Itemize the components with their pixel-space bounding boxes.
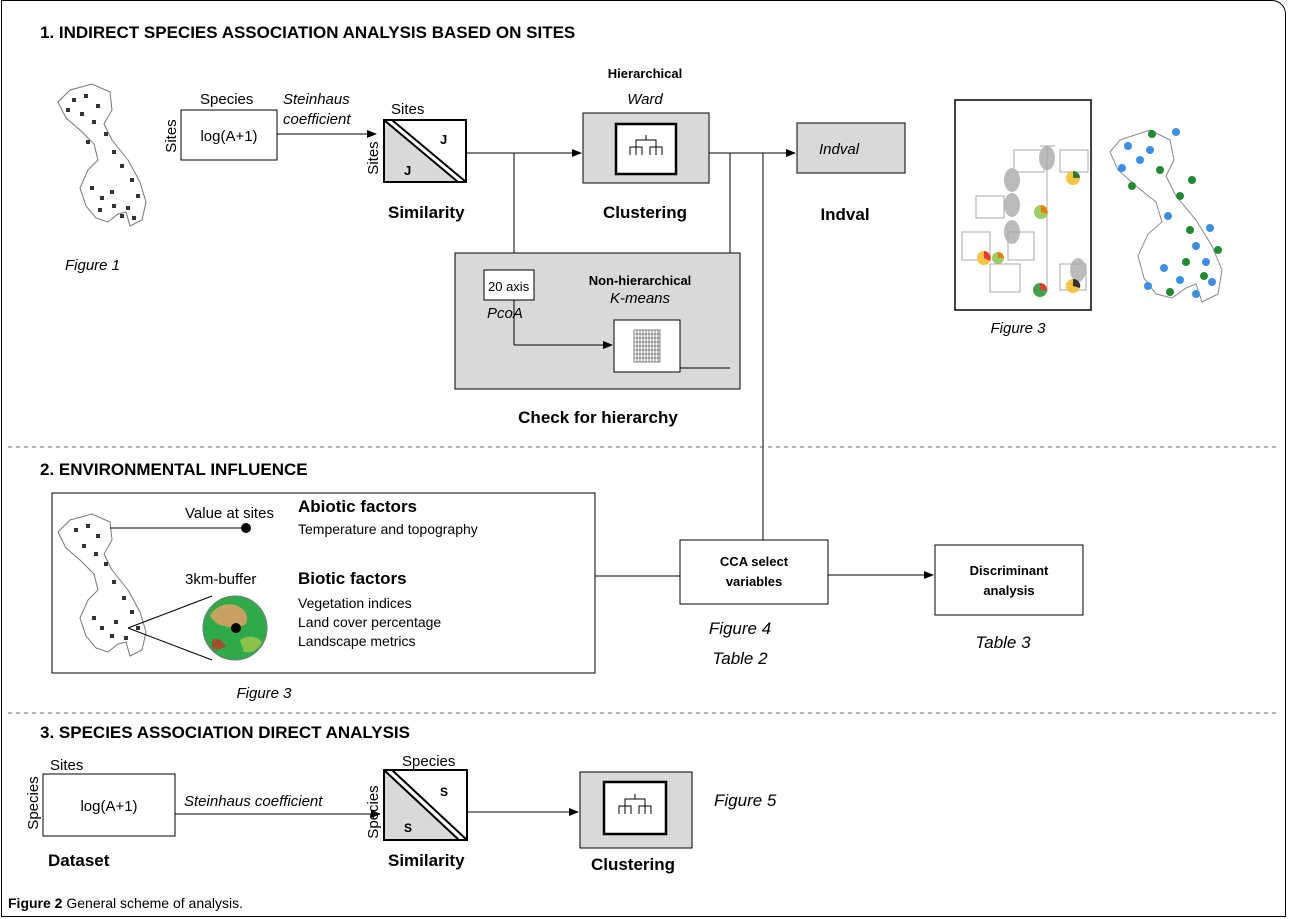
figure-1-label: Figure 1 (65, 257, 120, 274)
check-hierarchy-label: Check for hierarchy (518, 408, 678, 427)
site-point-icon (241, 523, 251, 533)
similarity-matrix-j (383, 119, 467, 183)
similarity-s-top: S (440, 785, 448, 799)
vietnam-map-1 (57, 83, 147, 227)
section-1-title: 1. INDIRECT SPECIES ASSOCIATION ANALYSIS… (40, 23, 575, 42)
steinhaus-label-2: coefficient (283, 111, 351, 128)
non-hierarchical-label: Non-hierarchical (589, 273, 692, 288)
cca-label-2: variables (726, 574, 782, 589)
figure-3-label-env: Figure 3 (236, 685, 292, 702)
discriminant-label-1: Discriminant (970, 563, 1049, 578)
figure-caption: Figure 2 General scheme of analysis. (8, 895, 243, 911)
buffer-line-bottom (127, 627, 213, 661)
axis-20-label: 20 axis (488, 279, 530, 294)
similarity-title: Similarity (388, 203, 465, 222)
hierarchical-label: Hierarchical (608, 66, 682, 81)
discriminant-box (934, 544, 1084, 616)
dataset-matrix-box (42, 773, 176, 837)
discriminant-label-2: analysis (983, 583, 1034, 598)
similarity-j-top: J (440, 132, 447, 147)
pcoa-label: PcoA (487, 305, 523, 322)
buffer-label: 3km-buffer (185, 571, 256, 588)
similarity-matrix-s (383, 769, 468, 841)
value-at-sites-label: Value at sites (185, 505, 274, 522)
matrix-species-label: Species (200, 91, 253, 108)
section-3-title: 3. SPECIES ASSOCIATION DIRECT ANALYSIS (40, 723, 410, 742)
steinhaus-label-1: Steinhaus (283, 91, 350, 108)
dataset-title: Dataset (48, 851, 110, 870)
buffer-line-top (127, 595, 213, 629)
figure-5-label: Figure 5 (714, 791, 777, 810)
biotic-item-1: Vegetation indices (298, 595, 412, 611)
hierarchical-clustering-box (582, 112, 710, 184)
biotic-item-2: Land cover percentage (298, 614, 441, 630)
clustering-title-3: Clustering (591, 855, 675, 874)
table-2-label: Table 2 (712, 649, 768, 668)
indval-box-label: Indval (819, 141, 860, 158)
abiotic-title: Abiotic factors (298, 497, 417, 516)
similarity-s-bottom: S (404, 821, 412, 835)
log-transform-label: log(A+1) (200, 128, 257, 145)
dataset-species-label: Species (25, 776, 42, 829)
log-matrix-box (180, 109, 278, 161)
figure-3-label-top: Figure 3 (990, 320, 1046, 337)
clustering-box-3 (579, 771, 693, 849)
caption-text: General scheme of analysis. (62, 895, 243, 911)
vietnam-map-colored (1109, 128, 1223, 303)
dataset-sites-label: Sites (50, 757, 83, 774)
similarity-title-3: Similarity (388, 851, 465, 870)
caption-label: Figure 2 (8, 895, 63, 911)
figure-4-label: Figure 4 (709, 619, 771, 638)
biotic-item-3: Landscape metrics (298, 633, 416, 649)
figure-3-dendrogram-panel (954, 99, 1092, 311)
similarity-j-bottom: J (404, 163, 411, 178)
vietnam-map-2 (57, 513, 147, 657)
axis-box (483, 269, 535, 301)
similarity-species-top: Species (402, 753, 455, 770)
table-3-label: Table 3 (975, 633, 1031, 652)
section-2-title: 2. ENVIRONMENTAL INFLUENCE (40, 460, 308, 479)
kmeans-label: K-means (610, 290, 671, 307)
indval-title: Indval (820, 205, 869, 224)
clustering-title: Clustering (603, 203, 687, 222)
steinhaus-label-3: Steinhaus coefficient (184, 793, 323, 810)
buffer-landcover-icon (202, 595, 268, 661)
biotic-title: Biotic factors (298, 569, 407, 588)
similarity-species-side: Species (365, 785, 382, 838)
matrix-sites-label: Sites (163, 119, 180, 152)
similarity-sites-side: Sites (365, 141, 382, 174)
cca-label-1: CCA select (720, 554, 789, 569)
cca-box (679, 539, 829, 605)
similarity-sites-top: Sites (391, 101, 424, 118)
kmeans-grid-icon (633, 329, 661, 363)
indval-box (796, 122, 906, 174)
ward-label: Ward (627, 91, 663, 108)
dataset-log-label: log(A+1) (80, 798, 137, 815)
abiotic-desc: Temperature and topography (298, 521, 478, 537)
